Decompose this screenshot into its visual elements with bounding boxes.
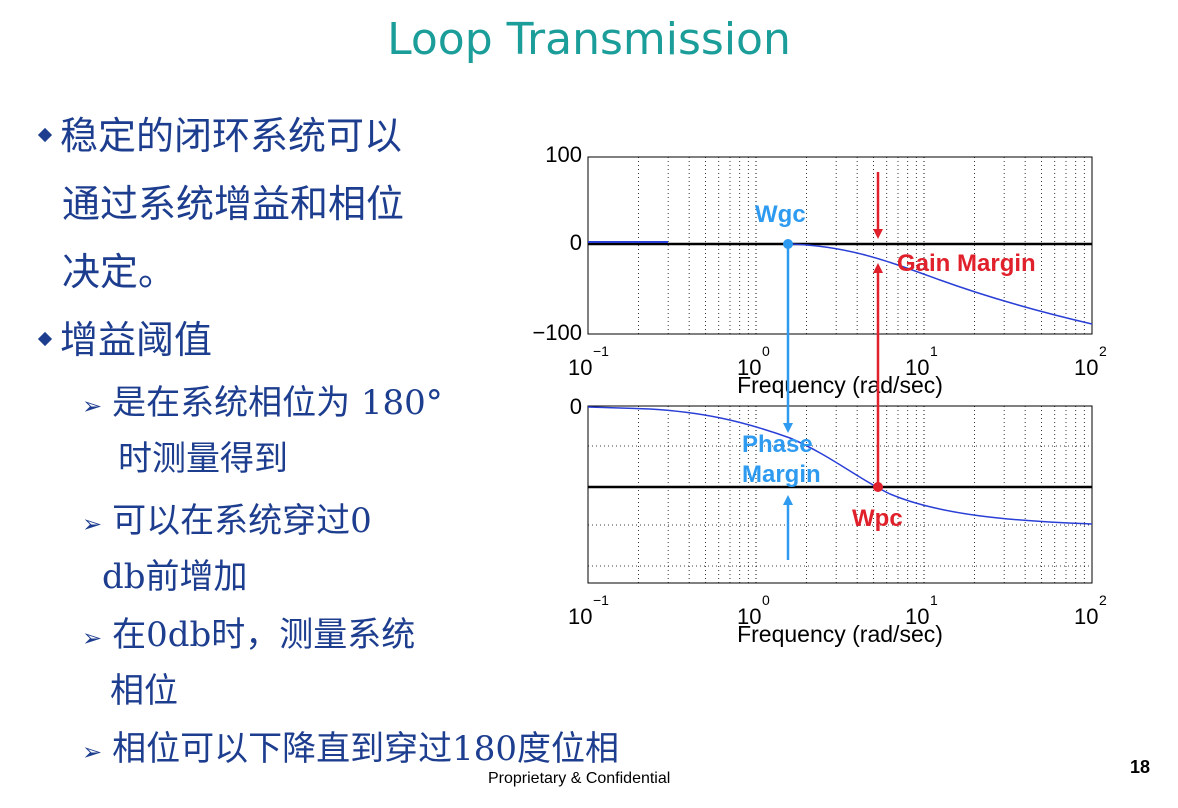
arrow-bullet-icon: ➢ [82,392,103,420]
sub-bullet-item: ➢ 在0db时，测量系统 [82,607,415,656]
wpc-label: Wpc [852,505,903,532]
phase-plot: 0 10 −1 10 0 10 1 10 2 Frequency (rad/se… [568,394,1107,647]
x-tick-label: 10 [1074,604,1098,629]
gain-margin-label: Gain Margin [897,250,1036,277]
page-number: 18 [1130,757,1151,777]
x-tick-label: 10 [568,604,592,629]
bullet-text: 时测量得到 [118,439,288,479]
sub-bullet-item: ➢ 可以在系统穿过0 [82,493,372,542]
x-tick-exponent: 1 [930,343,938,359]
arrow-bullet-icon: ➢ [82,510,103,538]
slide-title: Loop Transmission [387,14,791,65]
phase-grid [588,406,1092,583]
bullet-text: 增益阈值 [60,318,213,362]
phase-plot-frame [587,405,1093,584]
x-tick-exponent: 2 [1099,343,1107,359]
bullet-text: 相位可以下降直到穿过180度位相 [112,729,620,769]
x-tick-exponent: 0 [762,343,770,359]
bullet-text: 是在系统相位为 180° [112,383,443,423]
x-tick-exponent: 1 [930,592,938,608]
x-tick-label: 10 [905,604,929,629]
arrow-bullet-icon: ➢ [82,738,103,766]
bullet-text: 相位 [110,671,178,711]
magnitude-plot: 100 0 −100 10 −1 10 0 10 1 10 2 Frequenc… [532,142,1107,398]
x-axis-label: Frequency (rad/sec) [737,621,943,647]
phase-margin-annotation: Wgc Phase Margin [742,201,821,560]
x-tick-label: 10 [737,604,761,629]
x-tick-exponent: −1 [593,343,609,359]
bullet-item: 稳定的闭环系统可以 [37,105,403,160]
bullet-item: 增益阈值 [37,309,213,364]
bullet-text: 通过系统增益和相位 [62,182,405,226]
x-tick-label: 10 [568,355,592,380]
x-tick-exponent: 2 [1099,592,1107,608]
x-axis-label: Frequency (rad/sec) [737,372,943,398]
margin-label: Margin [742,461,821,488]
bullet-text: db前增加 [102,557,248,597]
magnitude-plot-frame [587,156,1093,335]
bullet-text: 可以在系统穿过0 [112,501,372,541]
y-tick-label: −100 [532,320,582,345]
sub-bullet-item: ➢ 相位可以下降直到穿过180度位相 [82,721,619,770]
phase-label: Phase [742,431,813,458]
x-tick-exponent: −1 [593,592,609,608]
y-tick-label: 0 [570,230,582,255]
footer-text: Proprietary & Confidential [488,770,671,787]
phase-curve [587,406,1093,525]
y-tick-label: 100 [545,142,582,167]
gain-margin-annotation: Gain Margin Wpc [852,172,1036,532]
bullet-text: 在0db时，测量系统 [112,615,416,655]
bullet-text: 稳定的闭环系统可以 [60,114,403,158]
sub-bullet-item: ➢ 是在系统相位为 180° [82,375,443,424]
x-tick-exponent: 0 [762,592,770,608]
x-tick-label: 10 [1074,355,1098,380]
y-tick-label: 0 [570,394,582,419]
arrow-bullet-icon: ➢ [82,624,103,652]
wpc-point [873,482,883,492]
wgc-point [783,239,793,249]
wgc-label: Wgc [755,201,806,228]
bullet-text: 决定。 [62,250,177,294]
x-tick-label: 10 [905,355,929,380]
magnitude-curve [789,243,1093,325]
x-tick-label: 10 [737,355,761,380]
